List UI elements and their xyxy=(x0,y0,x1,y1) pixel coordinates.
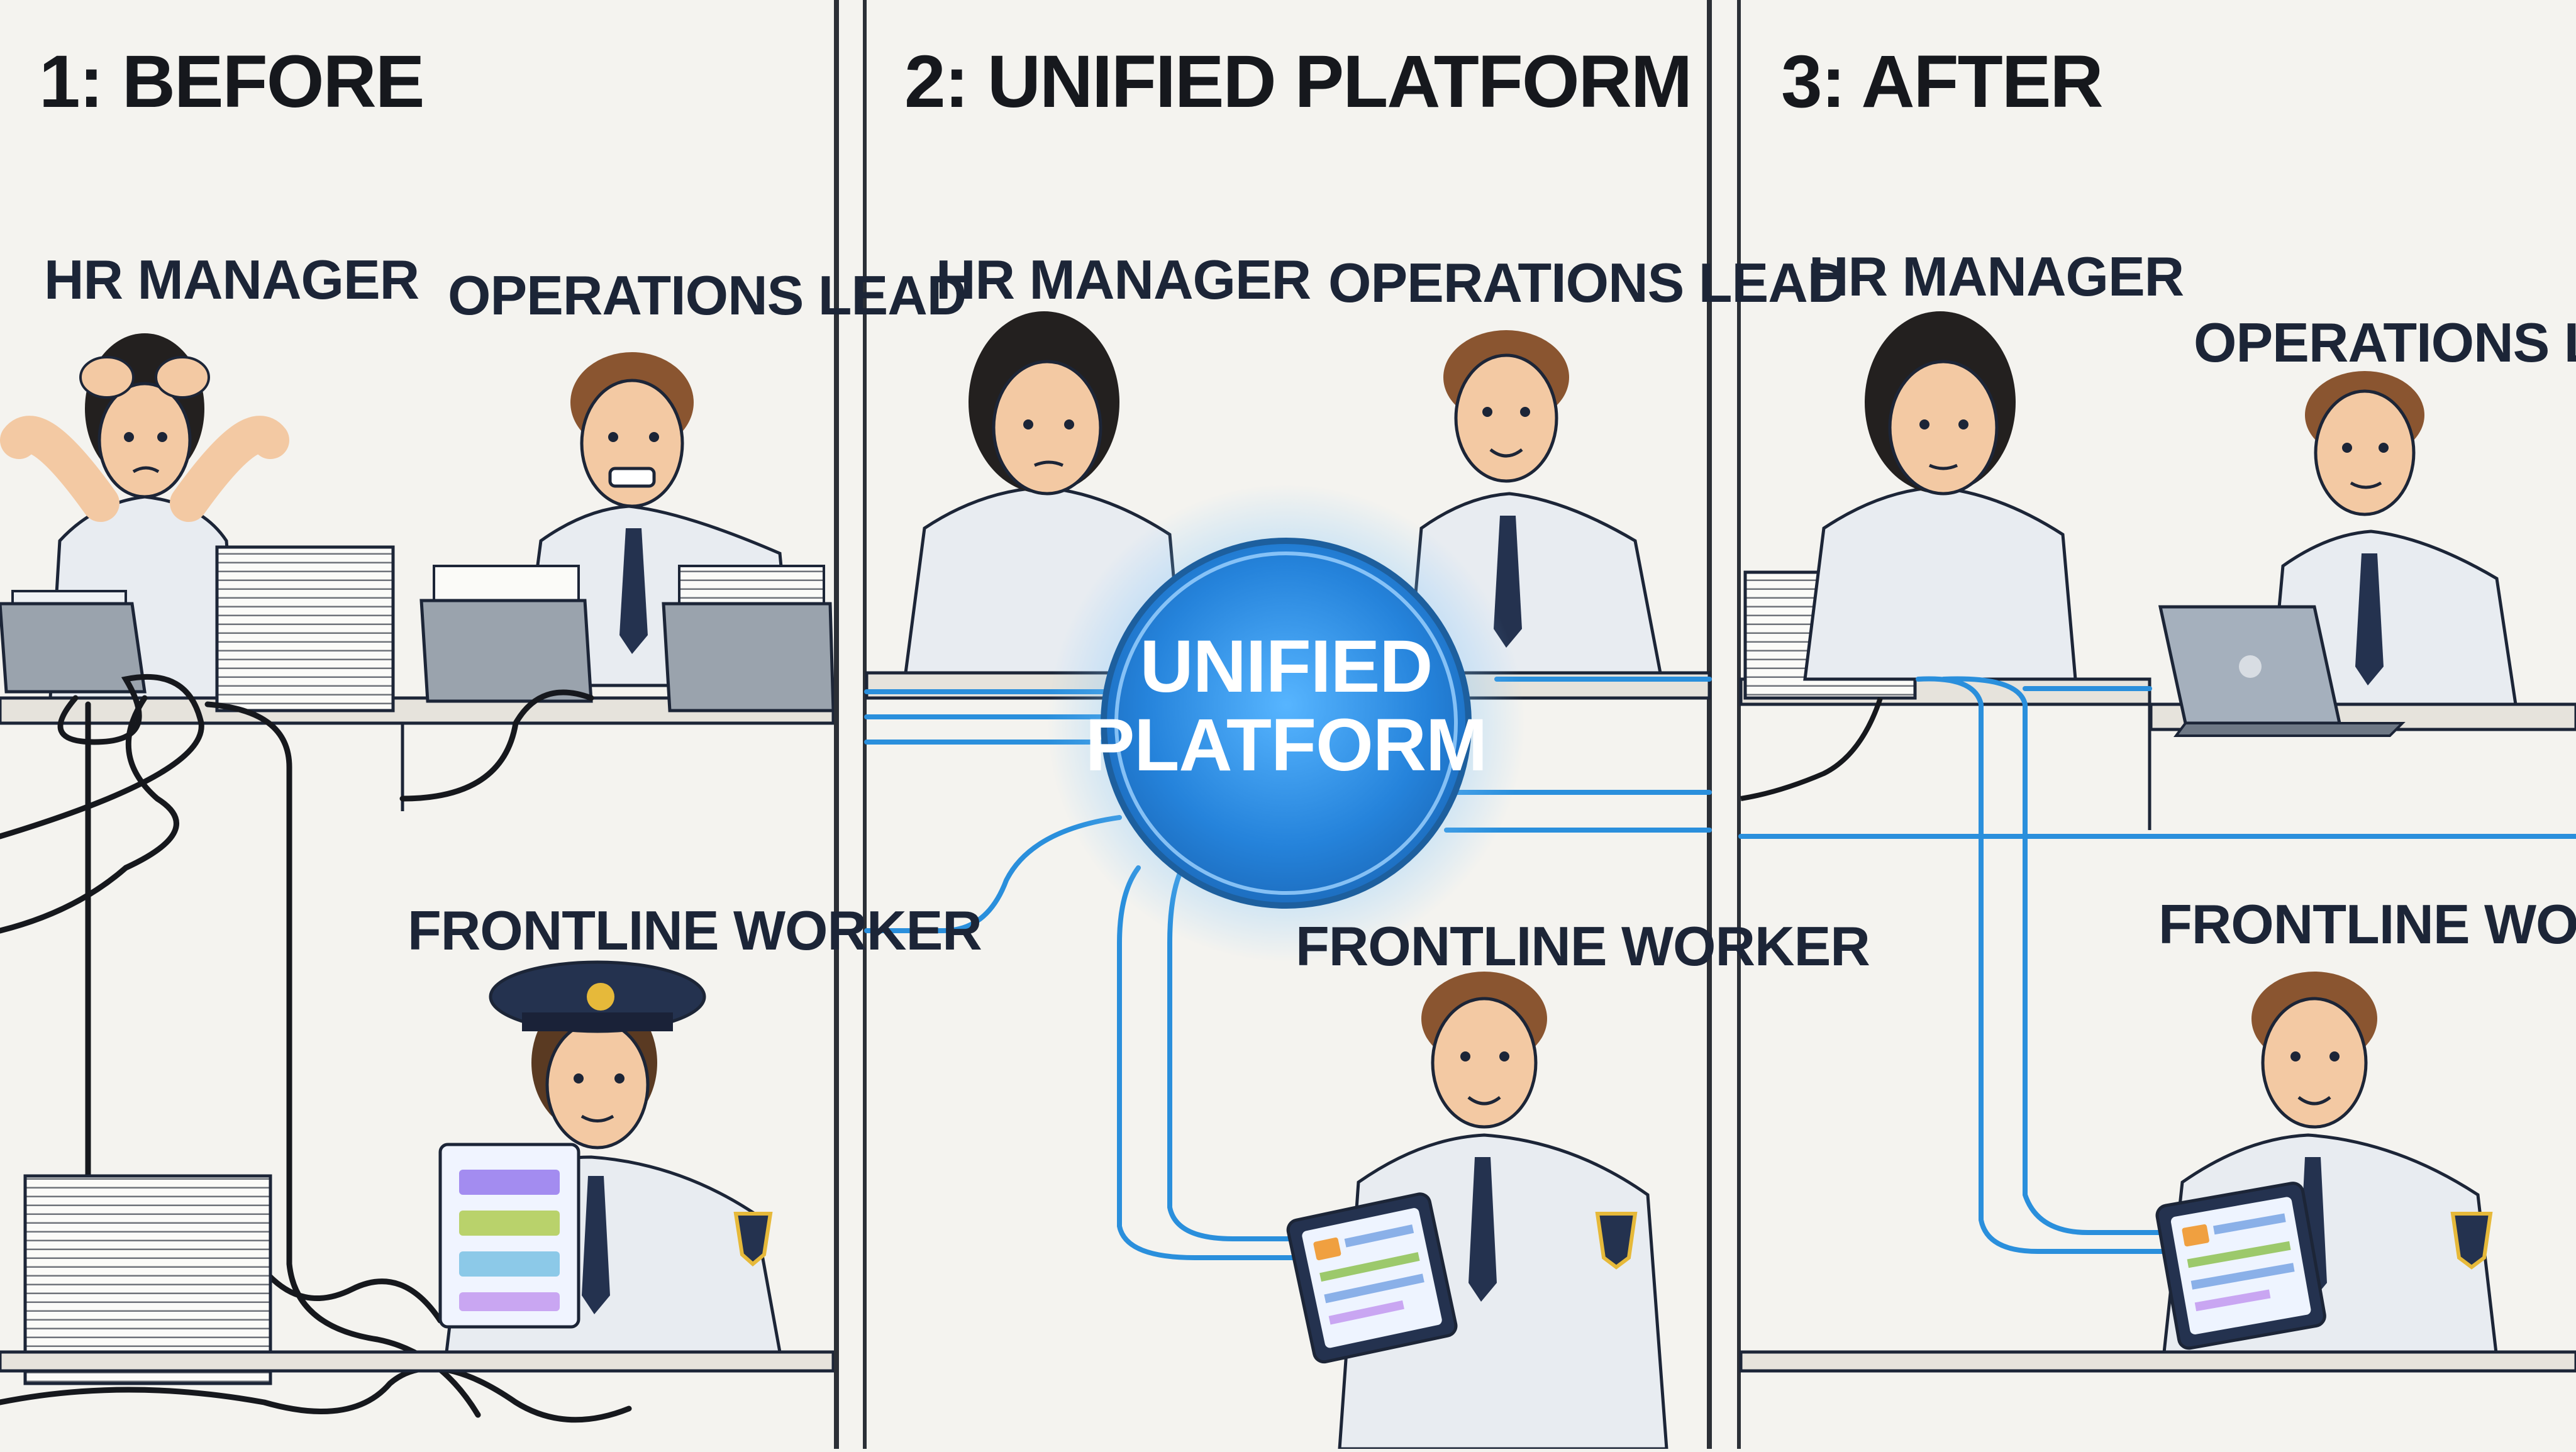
label-frontline-worker: FRONTLINE WORKER xyxy=(408,899,982,962)
frontline-worker-figure xyxy=(2155,972,2499,1360)
remaining-cable xyxy=(1740,697,1883,801)
label-operations-lead: OPERATIONS LEAD xyxy=(448,264,966,326)
label-frontline-worker: FRONTLINE WORKER xyxy=(1296,915,1870,977)
label-operations-lead: OPERATIONS LEAD xyxy=(2194,311,2576,374)
tablet-icon xyxy=(1286,1192,1458,1364)
panel-unified-platform: UNIFIED PLATFORM xyxy=(864,311,1712,1451)
hub-label-line2: PLATFORM xyxy=(1085,704,1487,787)
panel-title-after: 3: AFTER xyxy=(1781,40,2102,123)
label-hr-manager: HR MANAGER xyxy=(44,248,419,311)
hr-manager-figure xyxy=(1803,311,2077,681)
paper-stack-icon xyxy=(215,545,395,712)
badge-icon xyxy=(2450,1212,2493,1270)
laptop-icon xyxy=(2158,605,2406,737)
badge-icon xyxy=(733,1212,773,1266)
frontline-worker-figure xyxy=(438,960,782,1354)
paper-stack-icon xyxy=(23,1174,272,1385)
badge-icon xyxy=(1595,1212,1638,1270)
panel-title-before: 1: BEFORE xyxy=(39,40,423,123)
frontline-worker-figure xyxy=(1286,972,1668,1451)
unified-platform-hub: UNIFIED PLATFORM xyxy=(1047,484,1525,962)
label-frontline-worker: FRONTLINE WORKER xyxy=(2158,893,2576,955)
police-cap-icon xyxy=(489,960,706,1033)
label-operations-lead: OPERATIONS LEAD xyxy=(1328,252,1846,314)
panel-after xyxy=(1738,311,2576,1373)
panel-before xyxy=(0,333,835,1423)
desk-top xyxy=(0,1350,835,1373)
inbox-tray-icon xyxy=(662,565,835,712)
inbox-tray-icon xyxy=(419,565,593,703)
label-hr-manager: HR MANAGER xyxy=(1809,245,2184,308)
inbox-tray-icon xyxy=(0,590,147,694)
desk-top xyxy=(1739,1350,2576,1373)
operations-lead-figure xyxy=(2158,371,2518,737)
tablet-icon xyxy=(438,1143,580,1329)
hub-label-line1: UNIFIED xyxy=(1140,625,1433,708)
label-hr-manager: HR MANAGER xyxy=(936,248,1311,311)
tablet-icon xyxy=(2155,1182,2326,1350)
panel-title-unified-platform: 2: UNIFIED PLATFORM xyxy=(904,40,1691,123)
platform-connections xyxy=(1738,676,2576,1254)
